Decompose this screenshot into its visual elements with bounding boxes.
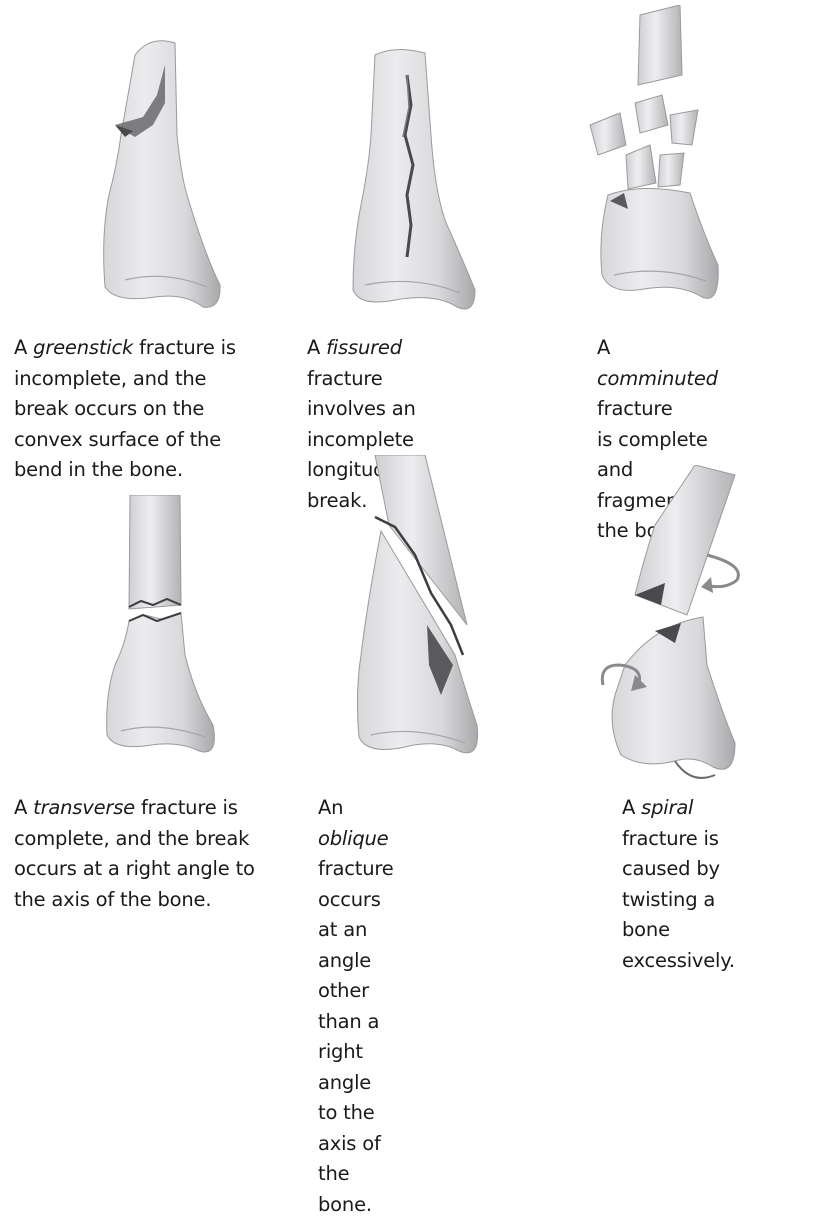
comminuted-bone-illustration	[580, 5, 750, 330]
greenstick-caption: A greenstick fracture is incomplete, and…	[14, 333, 236, 486]
spiral-bone-illustration	[595, 465, 765, 785]
oblique-bone-illustration	[345, 455, 510, 780]
oblique-caption: An oblique fracture occurs at an angle o…	[318, 793, 394, 1220]
transverse-bone-illustration	[95, 495, 245, 780]
greenstick-bone-illustration	[95, 25, 245, 325]
spiral-caption: A spiral fracture is caused by twisting …	[622, 793, 735, 976]
transverse-caption: A transverse fracture is complete, and t…	[14, 793, 255, 915]
fissured-bone-illustration	[335, 45, 495, 325]
